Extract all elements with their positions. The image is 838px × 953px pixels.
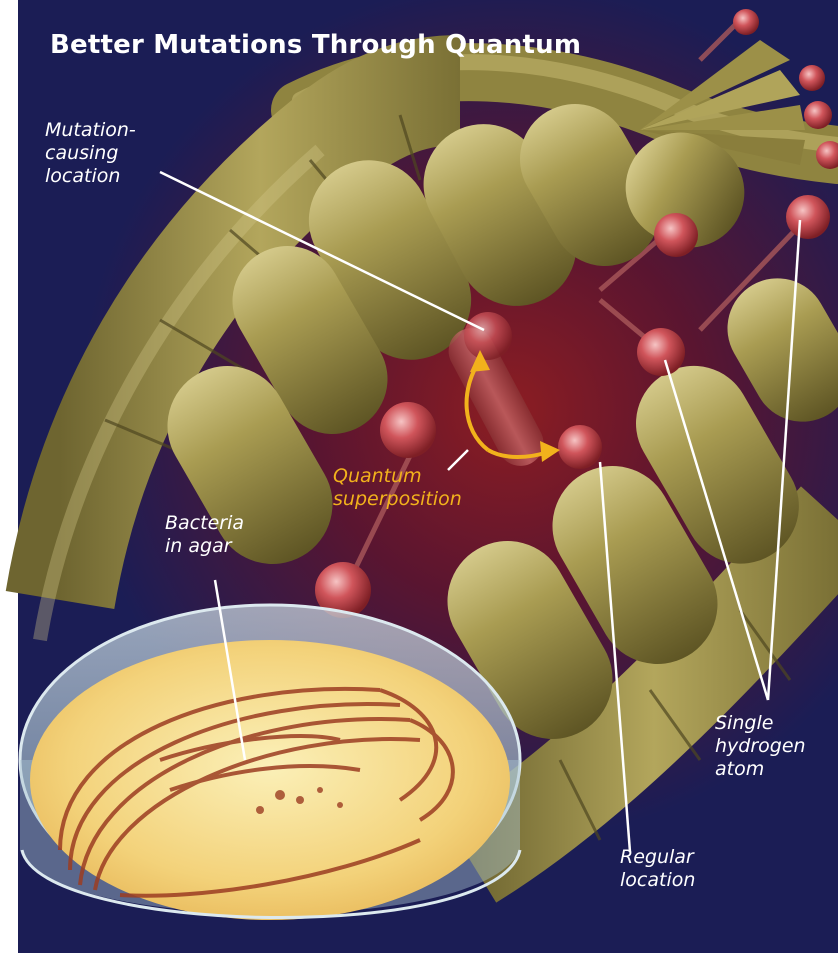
label-line: Bacteria: [165, 512, 244, 535]
label-quantum-superposition: Quantum superposition: [333, 465, 462, 511]
label-mutation-location: Mutation- causing location: [45, 119, 136, 188]
label-line: Quantum: [333, 465, 462, 488]
label-line: Regular: [620, 846, 695, 869]
label-line: atom: [715, 758, 806, 781]
label-line: causing: [45, 142, 136, 165]
label-line: in agar: [165, 535, 244, 558]
petri-dish: [20, 605, 520, 920]
label-line: location: [45, 165, 136, 188]
label-line: superposition: [333, 488, 462, 511]
label-regular-location: Regular location: [620, 846, 695, 892]
page-title: Better Mutations Through Quantum: [50, 30, 581, 60]
label-line: location: [620, 869, 695, 892]
label-bacteria: Bacteria in agar: [165, 512, 244, 558]
label-line: Single: [715, 712, 806, 735]
label-line: Mutation-: [45, 119, 136, 142]
label-hydrogen-atom: Single hydrogen atom: [715, 712, 806, 781]
label-line: hydrogen: [715, 735, 806, 758]
